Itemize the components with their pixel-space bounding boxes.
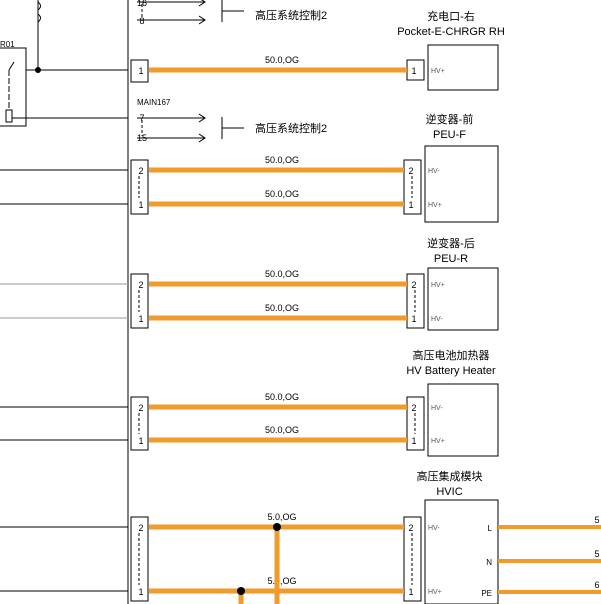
relay-switch-icon bbox=[8, 61, 15, 108]
control-label: 高压系统控制2 bbox=[255, 8, 327, 22]
device-title-cn: 高压电池加热器 bbox=[413, 348, 490, 362]
device-title-en: HVIC bbox=[436, 486, 462, 498]
device-title-en: Pocket-E-CHRGR RH bbox=[397, 26, 505, 38]
terminal-label: HV+ bbox=[428, 589, 442, 596]
wire-gauge-label: 50.0,OG bbox=[265, 303, 299, 313]
junction-dot bbox=[35, 67, 41, 73]
wire-gauge-label: 50.0,OG bbox=[265, 55, 299, 65]
right-connector-box bbox=[406, 273, 425, 329]
device-group: 充电口-右 Pocket-E-CHRGR RH 50.0,OG 1 1 HV+ bbox=[130, 9, 505, 91]
left-pin-number: 2 bbox=[138, 166, 143, 176]
device-group: 高压电池加热器 HV Battery Heater 50.0,OG 2 2 HV- 50.0… bbox=[0, 348, 499, 457]
device-title-cn: 逆变器-后 bbox=[427, 236, 475, 250]
terminal-label: HV- bbox=[431, 405, 443, 412]
right-pin-number: 1 bbox=[411, 314, 416, 324]
output-wire-label: 6 bbox=[594, 580, 599, 590]
pin-number: 16 bbox=[137, 0, 147, 8]
control-label: 高压系统控制2 bbox=[255, 121, 327, 135]
connector-label-r01: R01 bbox=[0, 40, 15, 49]
device-title-en: PEU-R bbox=[434, 253, 468, 265]
left-connector-box bbox=[130, 516, 149, 602]
control-pin-arrow bbox=[137, 133, 206, 143]
terminal-label: HV- bbox=[428, 525, 440, 532]
output-wire-label: 5 bbox=[594, 515, 599, 525]
left-pin-number: 1 bbox=[138, 587, 143, 597]
right-pin-number: 1 bbox=[411, 66, 416, 76]
pin-number: 8 bbox=[139, 16, 144, 26]
left-pin-number: 1 bbox=[138, 436, 143, 446]
device-group: 逆变器-前 PEU-F 50.0,OG 2 2 HV- 50.0,OG 1 1 HV+ bbox=[0, 112, 499, 223]
right-pin-number: 2 bbox=[408, 523, 413, 533]
left-pin-number: 1 bbox=[138, 314, 143, 324]
output-terminal-label: PE bbox=[481, 589, 492, 598]
right-connector-box bbox=[406, 396, 425, 451]
right-pin-number: 1 bbox=[408, 200, 413, 210]
device-body bbox=[424, 499, 499, 604]
left-pin-number: 2 bbox=[138, 280, 143, 290]
device-body bbox=[427, 44, 499, 91]
junction-dot bbox=[237, 587, 245, 595]
wire-gauge-label: 50.0,OG bbox=[265, 425, 299, 435]
control-bracket bbox=[221, 0, 244, 22]
main-connector-label: MAIN167 bbox=[137, 98, 171, 107]
control-pin-arrow bbox=[137, 15, 206, 25]
right-connector-box bbox=[403, 159, 422, 215]
output-wire-label: 5 bbox=[594, 549, 599, 559]
right-pin-number: 2 bbox=[408, 166, 413, 176]
relay-coil-icon bbox=[5, 109, 13, 123]
right-pin-number: 1 bbox=[411, 436, 416, 446]
junction-dot bbox=[273, 523, 281, 531]
relay-box bbox=[0, 47, 27, 127]
device-body bbox=[424, 145, 499, 223]
output-terminal-label: N bbox=[486, 558, 492, 567]
mid-control-group: 7 15 高压系统控制2 bbox=[137, 113, 327, 143]
top-control-group: 16 8 高压系统控制2 bbox=[137, 0, 327, 26]
control-pin-arrow bbox=[137, 0, 206, 7]
control-bracket bbox=[221, 117, 244, 139]
left-pin-number: 1 bbox=[138, 200, 143, 210]
terminal-label: HV- bbox=[428, 168, 440, 175]
wire-gauge-label: 5.0,OG bbox=[267, 512, 296, 522]
wire-gauge-label: 50.0,OG bbox=[265, 189, 299, 199]
left-connector-box bbox=[130, 396, 149, 451]
device-title-en: HV Battery Heater bbox=[406, 365, 496, 377]
right-pin-number: 1 bbox=[408, 587, 413, 597]
left-connector-box bbox=[130, 159, 149, 215]
wire-gauge-label: 50.0,OG bbox=[265, 392, 299, 402]
terminal-label: HV+ bbox=[431, 438, 445, 445]
device-title-cn: 逆变器-前 bbox=[426, 112, 474, 126]
device-body bbox=[427, 267, 499, 331]
device-group: 逆变器-后 PEU-R 50.0,OG 2 2 HV+ 50.0,OG 1 1 HV- bbox=[0, 236, 499, 331]
wire-gauge-label: 50.0,OG bbox=[265, 269, 299, 279]
wire-gauge-label: 50.0,OG bbox=[265, 155, 299, 165]
device-title-cn: 高压集成模块 bbox=[417, 469, 483, 483]
left-pin-number: 2 bbox=[138, 523, 143, 533]
left-pin-number: 1 bbox=[138, 66, 143, 76]
terminal-label: HV+ bbox=[428, 202, 442, 209]
wire-gauge-label: 5.0,OG bbox=[267, 576, 296, 586]
device-title-en: PEU-F bbox=[433, 129, 466, 141]
left-connector-box bbox=[130, 59, 149, 83]
right-connector-box bbox=[403, 516, 422, 602]
left-connector-box bbox=[130, 273, 149, 329]
right-pin-number: 2 bbox=[411, 280, 416, 290]
output-terminal-label: L bbox=[488, 524, 493, 533]
device-body bbox=[427, 383, 499, 457]
wire-crossover-arc bbox=[37, 1, 41, 23]
left-pin-number: 2 bbox=[138, 403, 143, 413]
terminal-label: HV+ bbox=[431, 68, 445, 75]
terminal-label: HV+ bbox=[431, 282, 445, 289]
right-pin-number: 2 bbox=[411, 403, 416, 413]
pin-number: 15 bbox=[137, 133, 147, 143]
control-pin-arrow bbox=[137, 113, 206, 123]
device-title-cn: 充电口-右 bbox=[427, 9, 475, 23]
pin-number: 7 bbox=[139, 113, 144, 123]
terminal-label: HV- bbox=[431, 316, 443, 323]
device-group: 高压集成模块 HVIC 5.0,OG 2 2 HV- 5.0,OG 1 1 HV+ L 5N 5PE 6 bbox=[0, 469, 601, 604]
